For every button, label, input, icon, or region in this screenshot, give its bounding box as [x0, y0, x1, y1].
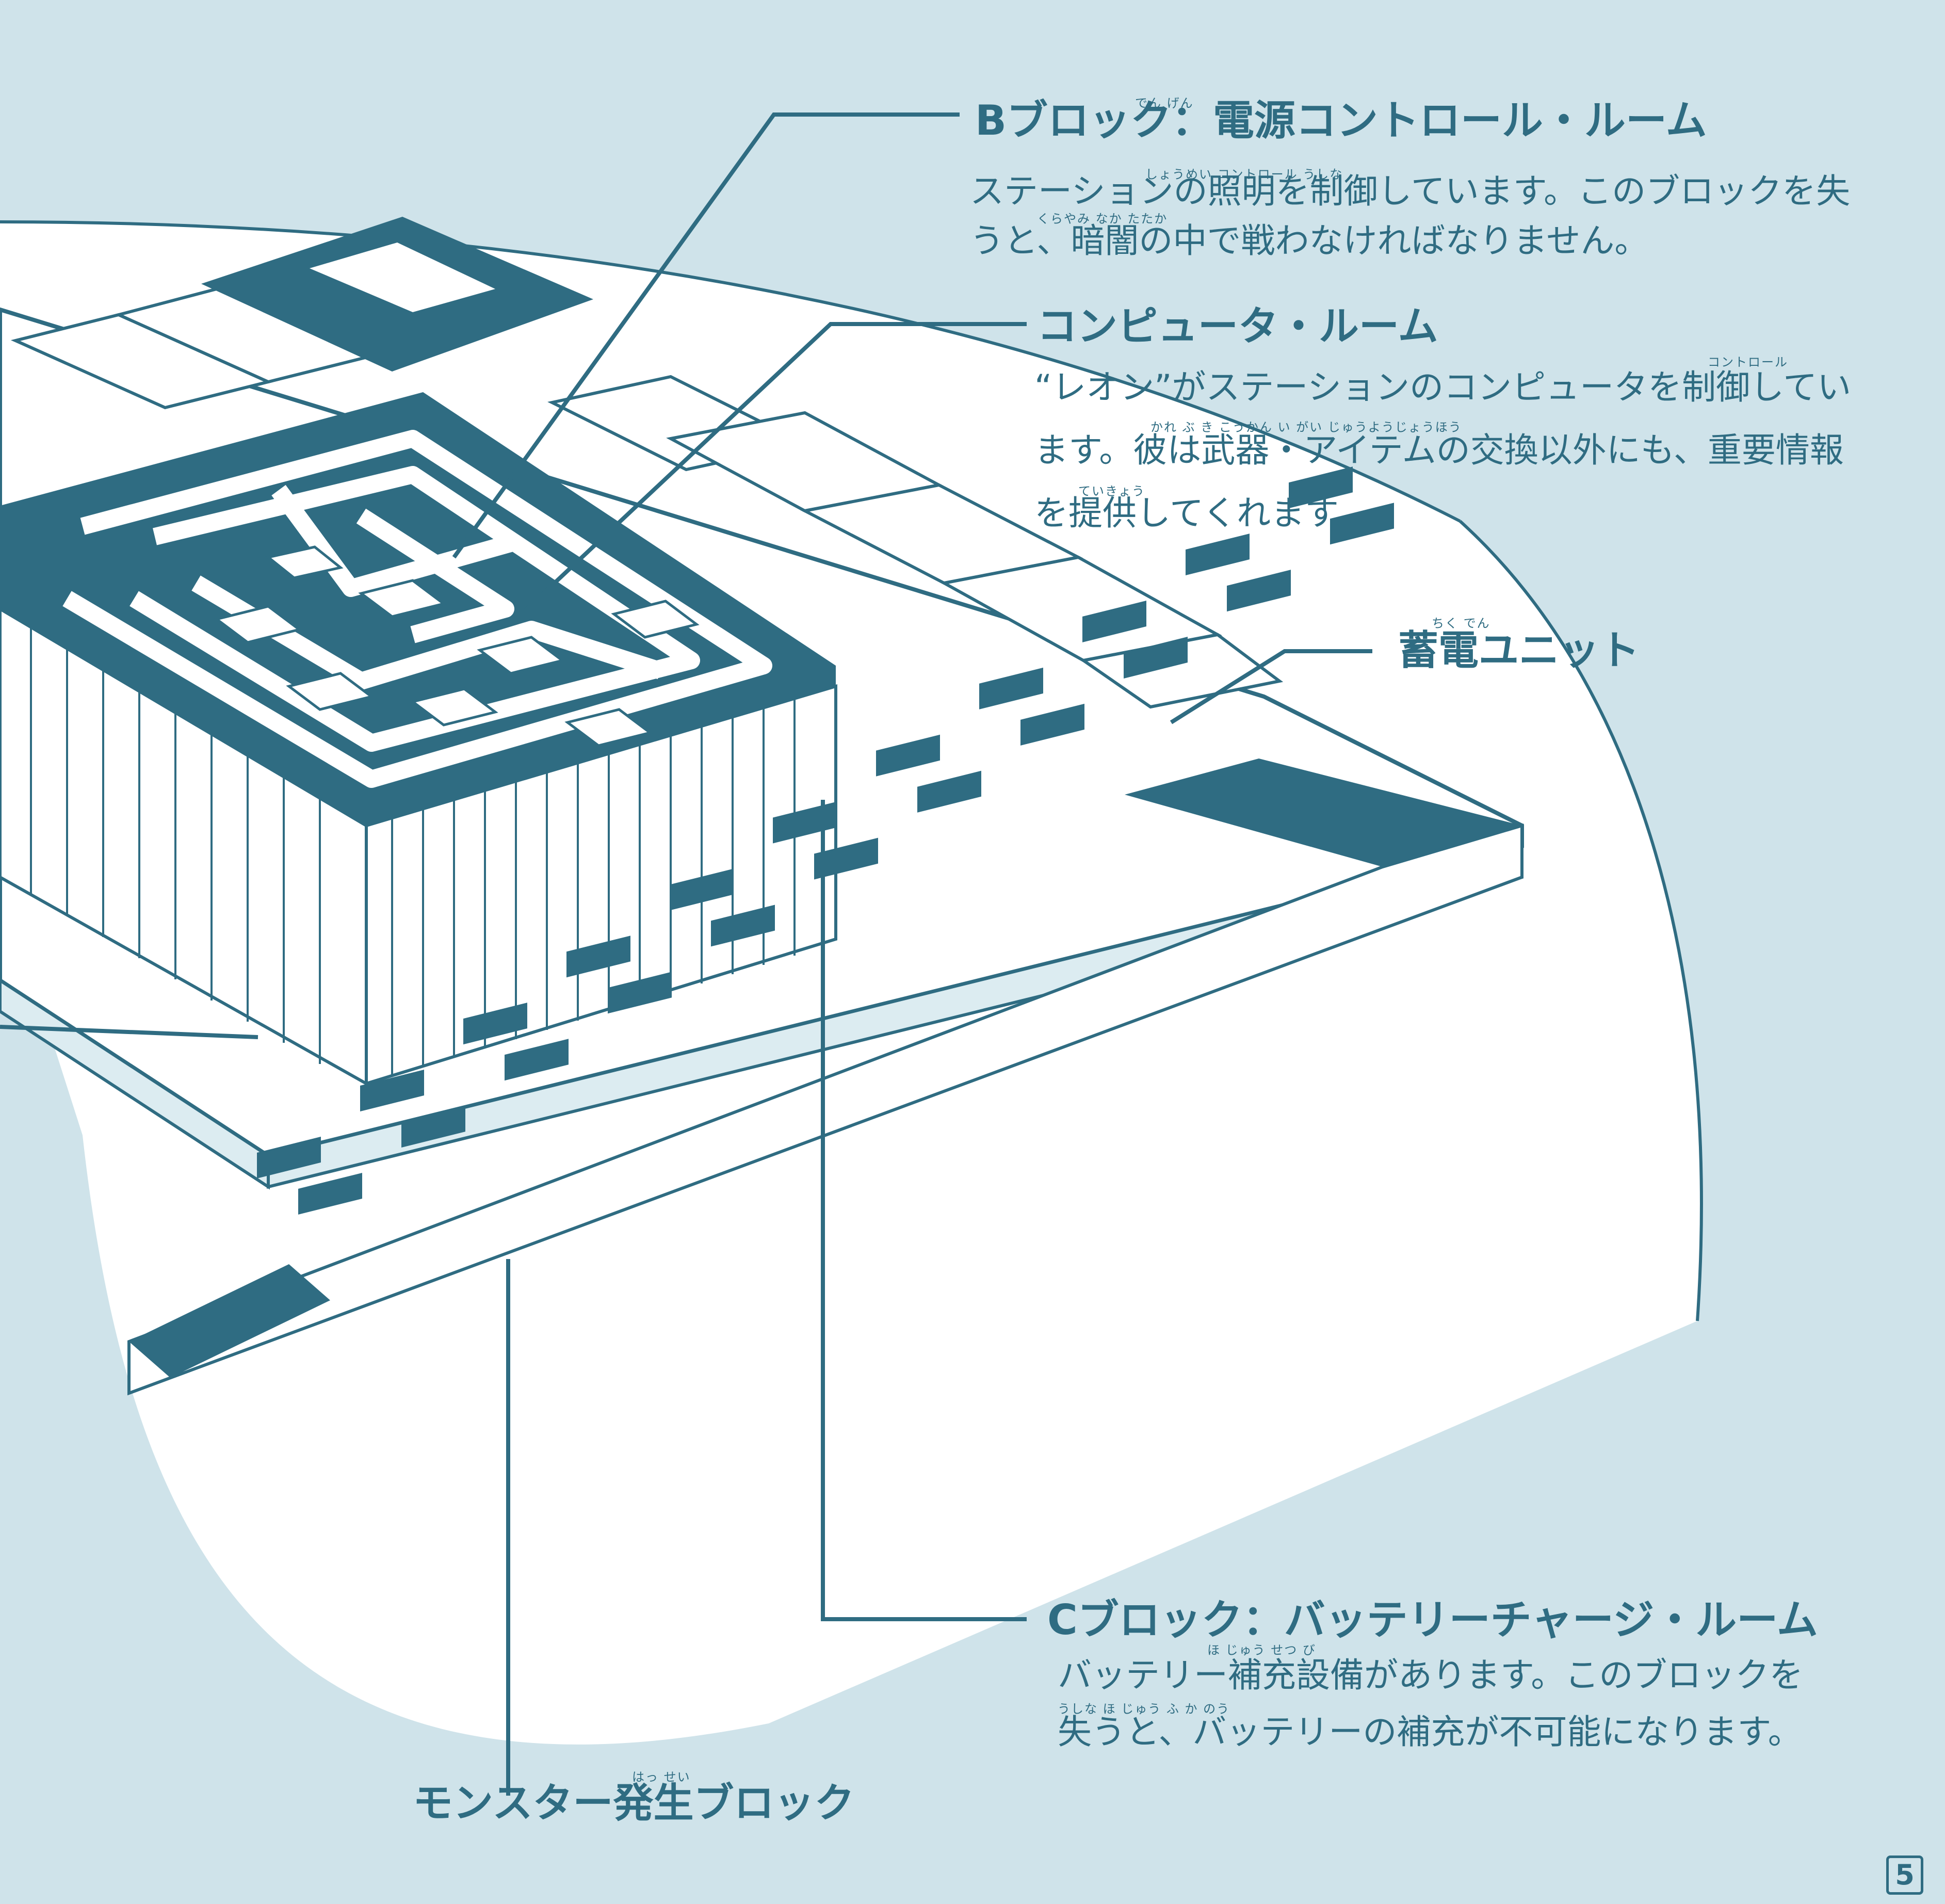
monster-block-title-ruby: はっ せい — [632, 1770, 691, 1784]
computer-room-line1: “レオン”がステーションのコンピュータを制御してい — [1034, 367, 1852, 407]
c-block-line1: バッテリー補充設備があります。このブロックを — [1058, 1655, 1804, 1695]
battery-cells — [257, 466, 1394, 1215]
b-block-ruby-line1: しょうめい コントロール うしな — [1145, 167, 1343, 182]
leader-lines — [0, 112, 1372, 1796]
central-maze-block — [0, 392, 837, 1087]
lower-dark-block — [129, 1264, 330, 1378]
computer-room-ruby-line2: かれ ぶ き こうかん い がい じゅうようじょうほう — [1150, 420, 1462, 434]
b-block-title: Bブロック：電源コントロール・ルーム — [975, 96, 1707, 144]
computer-room-title: コンピュータ・ルーム — [1037, 303, 1438, 350]
b-block-title-ruby: でん げん — [1135, 96, 1194, 110]
b-block-line1: ステーションの照明を制御しています。このブロックを失 — [970, 171, 1851, 211]
computer-room-line3: を提供してくれます。 — [1034, 493, 1370, 533]
c-block-title: Cブロック：バッテリーチャージ・ルーム — [1047, 1596, 1818, 1644]
storage-unit-title: 蓄電ユニット — [1398, 627, 1640, 674]
c-block-ruby-line1: ほ じゅう せつ び — [1207, 1643, 1316, 1657]
storage-unit-title-ruby: ちく でん — [1432, 616, 1490, 631]
battery-charge-block — [127, 759, 1523, 1396]
computer-room-ruby-line3: ていきょう — [1078, 484, 1145, 498]
c-block-ruby-line2: うしな ほ じゅう ふ か のう — [1058, 1702, 1230, 1716]
monster-block-title: モンスター発生ブロック — [413, 1780, 855, 1827]
computer-room-line2: ます。彼は武器・アイテムの交換以外にも、重要情報 — [1034, 430, 1844, 470]
b-block-line2: うと、暗闇の中で戦わなければなりません。 — [970, 221, 1649, 261]
computer-room-ruby-line1: コントロール — [1708, 355, 1788, 369]
b-block-ruby-line2: くらやみ なか たたか — [1037, 212, 1168, 226]
c-block-line2: 失うと、バッテリーの補充が不可能になります。 — [1058, 1712, 1802, 1752]
page-number: 5 — [1886, 1855, 1923, 1895]
